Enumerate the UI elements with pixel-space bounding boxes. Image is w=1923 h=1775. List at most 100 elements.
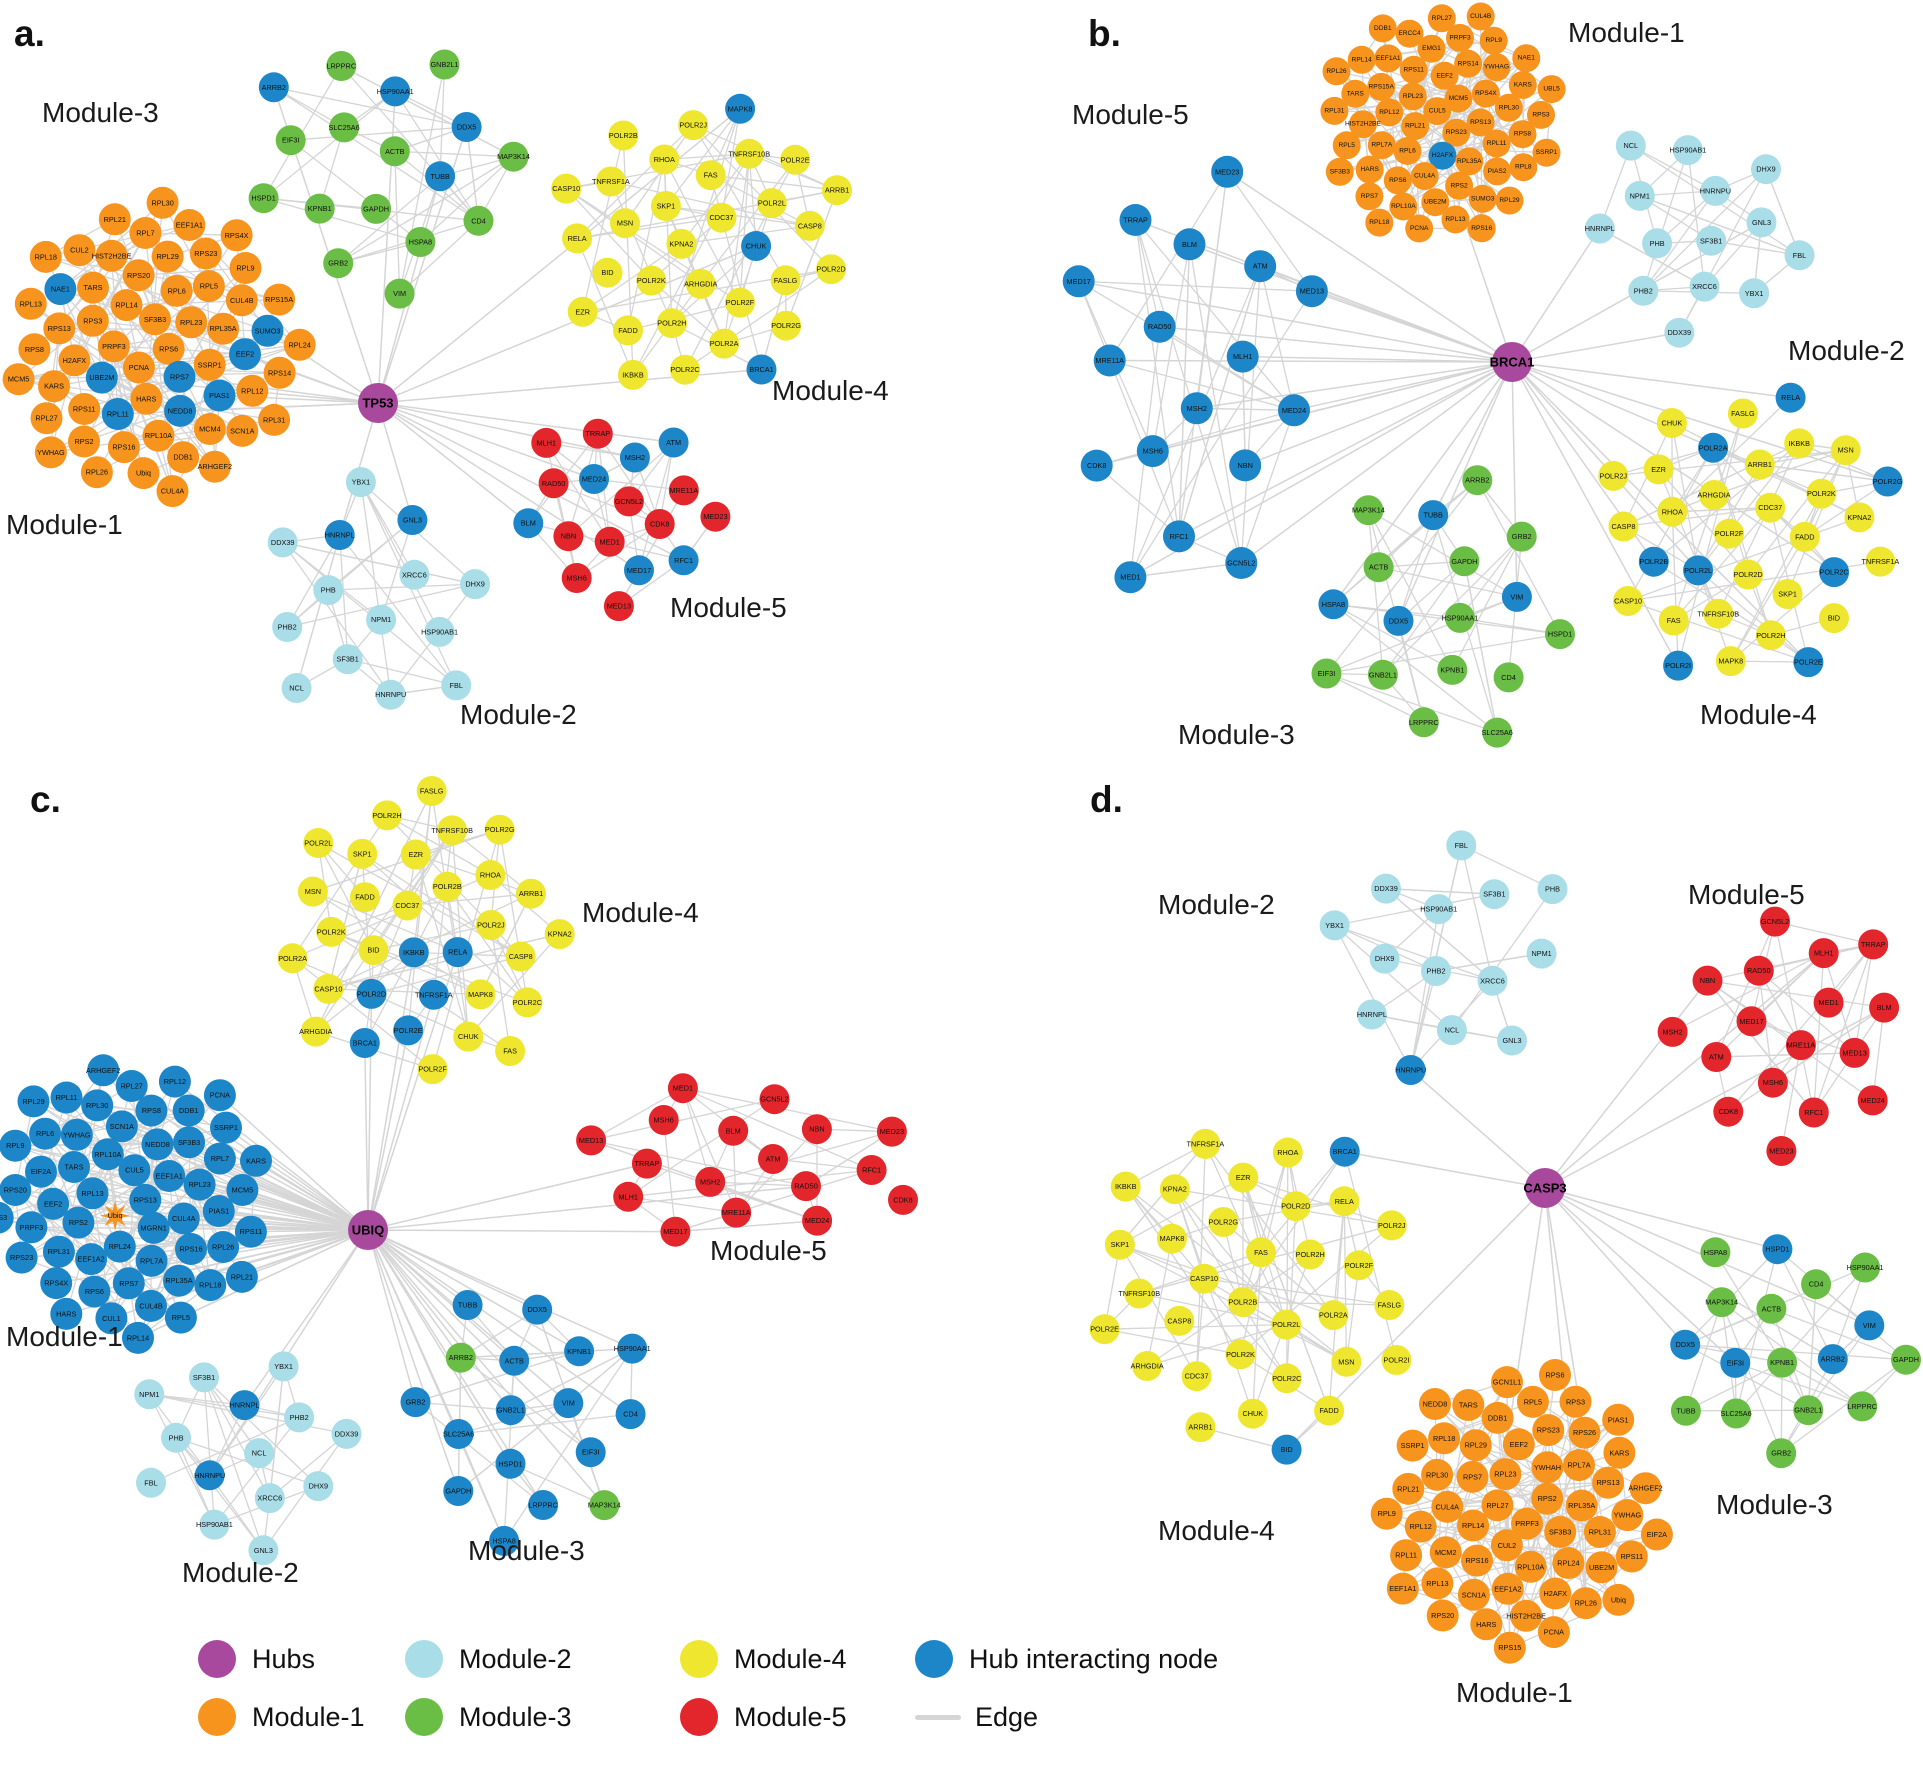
node-NPM1[interactable] [366, 604, 397, 635]
node-CHUK[interactable] [1656, 408, 1687, 438]
node-SUMO3[interactable] [1468, 184, 1497, 213]
node-POLR2C[interactable] [512, 987, 543, 1018]
node-POLR2D[interactable] [816, 254, 847, 285]
node-NAE1[interactable] [1512, 44, 1541, 73]
node-HARS[interactable] [50, 1297, 83, 1330]
node-UBE2M[interactable] [1421, 188, 1450, 217]
node-RAD50[interactable] [538, 468, 569, 499]
node-MSH6[interactable] [1757, 1067, 1788, 1098]
node-NCL[interactable] [1436, 1015, 1467, 1046]
node-SF3B1[interactable] [1696, 225, 1727, 256]
node-RPS7[interactable] [163, 360, 196, 393]
node-CDK8[interactable] [644, 509, 675, 539]
node-VIM[interactable] [384, 278, 415, 309]
node-EZR[interactable] [567, 296, 598, 327]
node-EIF3I[interactable] [1720, 1347, 1751, 1378]
node-SSRP1[interactable] [210, 1111, 242, 1144]
node-LRPPRC[interactable] [528, 1490, 559, 1520]
node-ARRB2[interactable] [258, 72, 289, 103]
node-HNRNPU[interactable] [194, 1460, 225, 1491]
node-CUL5[interactable] [118, 1154, 151, 1187]
node-HNRNPU[interactable] [1395, 1055, 1426, 1085]
node-ARHGEF2[interactable] [1629, 1472, 1662, 1505]
node-GNB2L1[interactable] [429, 49, 460, 80]
node-GNL3[interactable] [248, 1535, 279, 1566]
node-Ubiq[interactable] [1602, 1583, 1635, 1616]
node-DDX5[interactable] [522, 1294, 553, 1325]
node-DDB1[interactable] [172, 1094, 205, 1127]
node-GNB2L1[interactable] [495, 1395, 526, 1426]
node-TUBB[interactable] [1670, 1395, 1701, 1426]
node-MCM5[interactable] [226, 1174, 259, 1206]
node-FADD[interactable] [1314, 1395, 1345, 1426]
node-RPL31[interactable] [42, 1235, 75, 1268]
node-ATM[interactable] [1244, 250, 1277, 283]
node-SF3B1[interactable] [1479, 879, 1510, 910]
node-POLR2K[interactable] [316, 916, 347, 947]
node-VIM[interactable] [1501, 581, 1532, 612]
node-CHUK[interactable] [1237, 1398, 1268, 1429]
hub-CASP3[interactable] [1525, 1168, 1565, 1208]
node-FAS[interactable] [495, 1036, 526, 1066]
node-XRCC6[interactable] [254, 1483, 285, 1514]
node-RHOA[interactable] [1657, 496, 1688, 527]
node-CD4[interactable] [463, 205, 494, 236]
node-RPS16[interactable] [1461, 1544, 1493, 1577]
node-ARRB1[interactable] [516, 878, 546, 909]
node-GAPDH[interactable] [1891, 1344, 1921, 1375]
node-YWHAG[interactable] [1611, 1499, 1644, 1532]
node-KPNA2[interactable] [544, 919, 575, 950]
node-RPL18[interactable] [1428, 1422, 1461, 1455]
node-SKP1[interactable] [650, 191, 681, 221]
node-H2AFX[interactable] [1428, 141, 1457, 170]
node-FADD[interactable] [613, 315, 643, 346]
node-NEDD8[interactable] [141, 1128, 174, 1161]
node-SKP1[interactable] [347, 838, 378, 869]
node-RPL21[interactable] [1401, 112, 1430, 141]
node-EEF1A1[interactable] [1374, 44, 1403, 73]
node-RPL13[interactable] [1421, 1567, 1454, 1600]
node-TUBB[interactable] [1418, 500, 1449, 531]
node-NAE1[interactable] [44, 273, 77, 306]
node-POLR2G[interactable] [771, 310, 802, 341]
node-BID[interactable] [1819, 603, 1849, 634]
node-FAS[interactable] [1246, 1237, 1276, 1268]
node-SLC25A6[interactable] [329, 112, 360, 143]
node-SF3B3[interactable] [1325, 157, 1354, 186]
node-HIST2H2BE[interactable] [1510, 1599, 1543, 1632]
node-RPL21[interactable] [98, 203, 131, 236]
node-ARHGDIA[interactable] [685, 268, 716, 299]
node-MAP3K14[interactable] [1706, 1287, 1737, 1318]
node-GCN5L2[interactable] [1760, 906, 1790, 937]
node-GRB2[interactable] [400, 1387, 431, 1418]
node-RPL35A[interactable] [163, 1264, 195, 1297]
node-ERCC4[interactable] [1395, 19, 1424, 48]
node-HSP90AB1[interactable] [1672, 135, 1703, 166]
node-MSN[interactable] [297, 876, 328, 907]
node-MED23[interactable] [700, 501, 731, 532]
node-POLR2G[interactable] [1208, 1207, 1239, 1237]
node-RPS16[interactable] [107, 431, 140, 464]
node-RPL27[interactable] [1481, 1489, 1514, 1522]
node-VIM[interactable] [553, 1388, 584, 1419]
node-RPL14[interactable] [1457, 1509, 1490, 1542]
node-RAD50[interactable] [1143, 310, 1176, 343]
node-HSPA8[interactable] [1318, 589, 1349, 620]
node-SKP1[interactable] [1104, 1229, 1135, 1260]
node-ARHGDIA[interactable] [1699, 480, 1729, 510]
node-POLR2E[interactable] [393, 1015, 424, 1046]
node-MSH6[interactable] [648, 1105, 679, 1135]
node-CDC37[interactable] [706, 202, 737, 233]
node-NBN[interactable] [1229, 449, 1262, 482]
node-LRPPRC[interactable] [1847, 1391, 1878, 1422]
node-NBN[interactable] [553, 521, 584, 552]
node-RPL10A[interactable] [1389, 192, 1418, 221]
node-RPL21[interactable] [1392, 1472, 1425, 1505]
node-RPS20[interactable] [0, 1174, 32, 1206]
node-CD4[interactable] [1493, 662, 1524, 693]
node-EEF2[interactable] [229, 338, 261, 371]
node-MED13[interactable] [603, 591, 634, 622]
node-DDX39[interactable] [331, 1418, 362, 1449]
node-FASLG[interactable] [1374, 1290, 1405, 1320]
node-SCN1A[interactable] [226, 414, 259, 447]
